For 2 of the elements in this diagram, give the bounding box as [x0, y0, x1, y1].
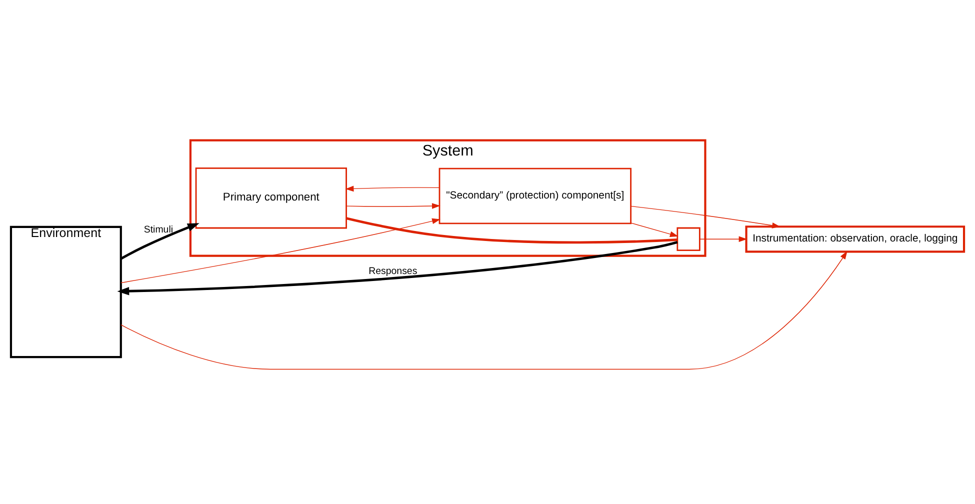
- edge-label: Responses: [368, 266, 418, 278]
- edge-label: Stimuli: [144, 224, 174, 236]
